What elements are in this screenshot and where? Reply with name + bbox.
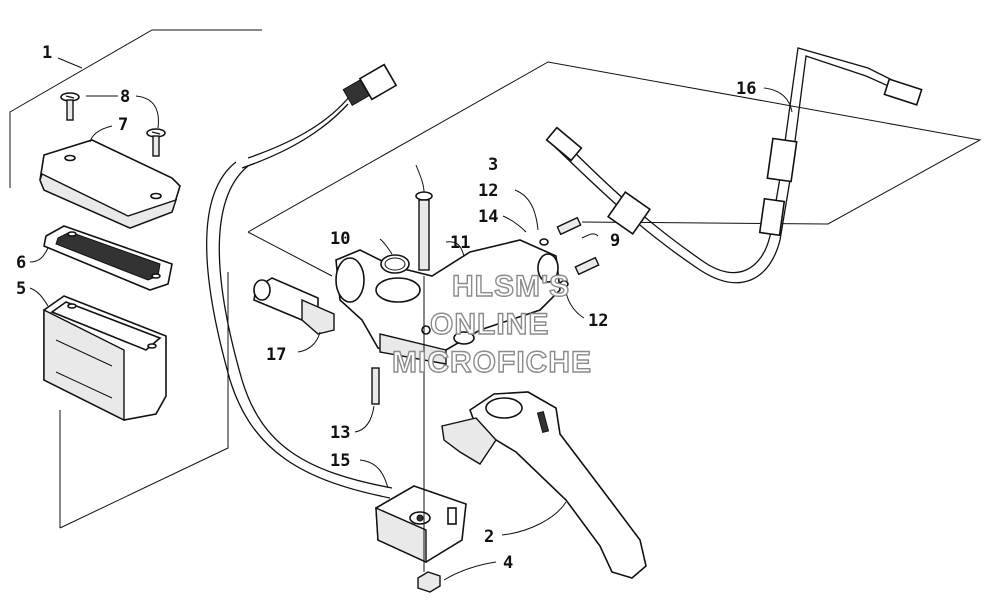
reservoir-body [43, 295, 167, 422]
callout-12-bottom: 12 [588, 311, 608, 331]
cap-screw-right [146, 128, 166, 157]
brake-light-switch [253, 277, 335, 335]
reservoir-cover [39, 139, 181, 229]
callout-1: 1 [42, 43, 52, 63]
callout-6: 6 [16, 253, 26, 273]
callout-13: 13 [330, 423, 350, 443]
callout-12-top: 12 [478, 181, 498, 201]
callout-9: 9 [610, 231, 620, 251]
callouts: 1 2 3 4 5 6 7 8 9 10 11 12 12 13 14 15 1… [16, 43, 756, 573]
nut [417, 571, 441, 593]
brake-hose [545, 47, 923, 284]
switch-housing [375, 485, 467, 564]
callout-11: 11 [450, 233, 470, 253]
leader-lines [29, 57, 793, 581]
callout-10: 10 [330, 229, 350, 249]
brake-switch-wire [206, 63, 398, 499]
callout-7: 7 [118, 115, 128, 135]
clamp-screw [371, 367, 380, 405]
callout-8: 8 [120, 87, 130, 107]
watermark-line-1: HLSM'S [452, 270, 570, 303]
clamp-screws [539, 216, 600, 288]
callout-17: 17 [266, 345, 286, 365]
brake-lever [441, 391, 647, 579]
group-outline-reservoir [9, 29, 262, 529]
callout-15: 15 [330, 451, 350, 471]
callout-5: 5 [16, 279, 26, 299]
reservoir-diaphragm [43, 225, 173, 291]
pivot-bolt [415, 191, 433, 271]
cap-screw-left [60, 92, 80, 121]
group-outline-master-cylinder [247, 61, 982, 277]
callout-14: 14 [478, 207, 498, 227]
callout-2: 2 [484, 527, 494, 547]
callout-3: 3 [488, 155, 498, 175]
callout-4: 4 [503, 553, 513, 573]
callout-16: 16 [736, 79, 756, 99]
watermark-line-2: ONLINE [430, 308, 549, 341]
watermark: HLSM'S ONLINE MICROFICHE [391, 269, 592, 379]
watermark-line-3: MICROFICHE [392, 346, 592, 379]
